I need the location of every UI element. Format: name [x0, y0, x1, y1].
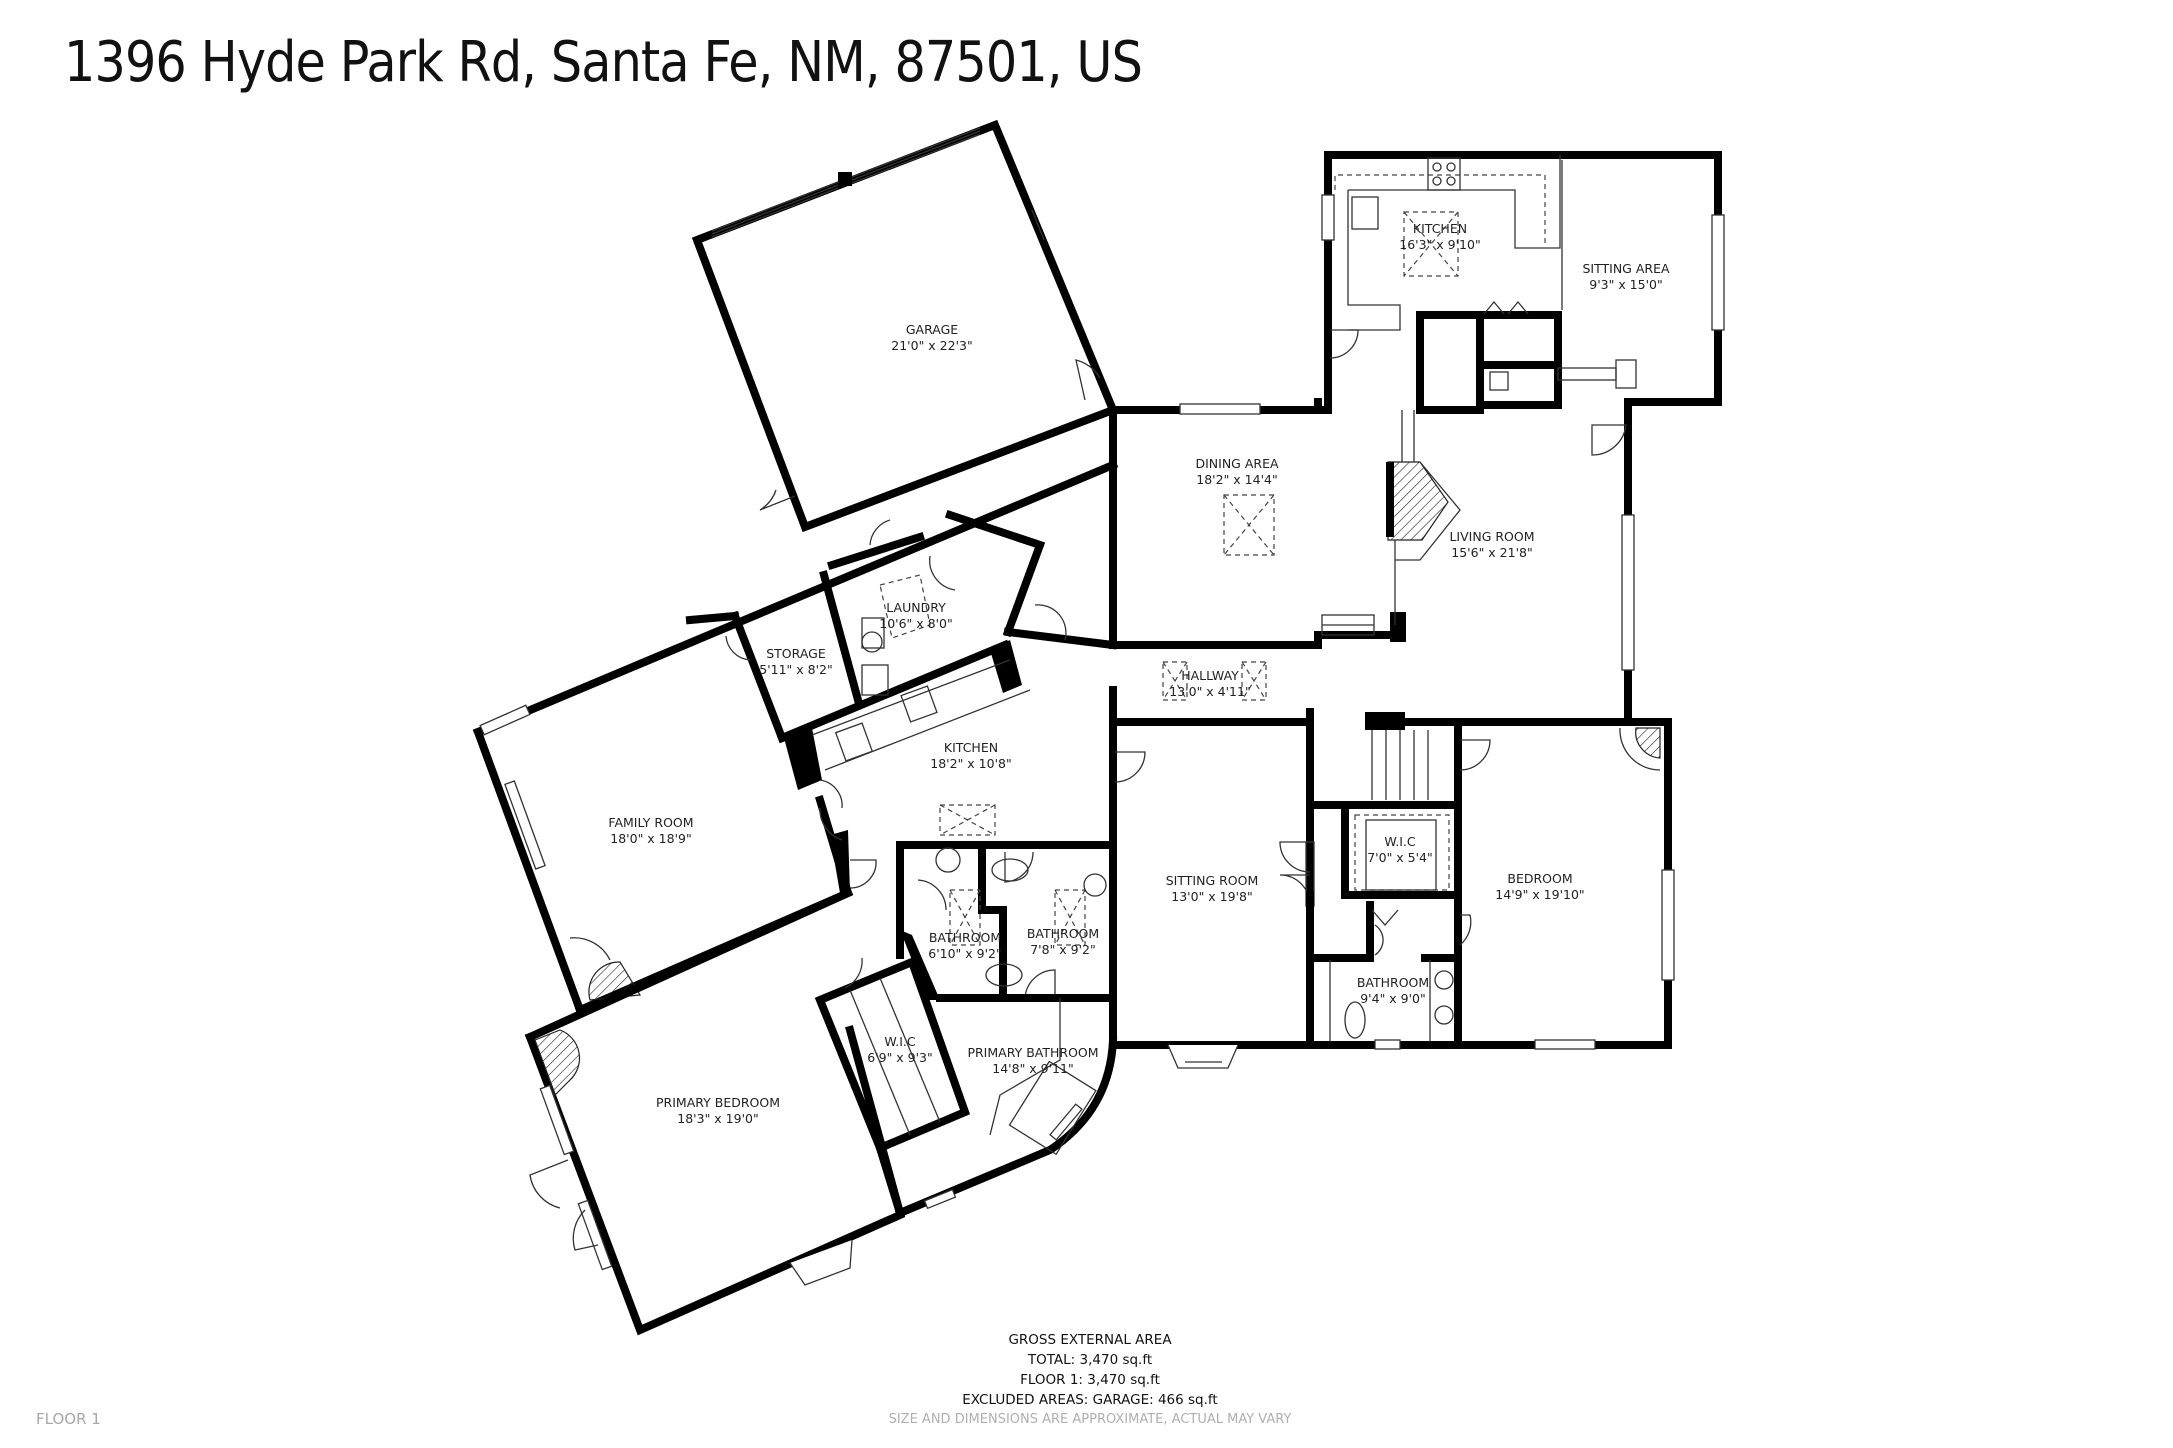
room-dims: 14'9" x 19'10"	[1495, 887, 1584, 902]
room-name: LAUNDRY	[886, 600, 946, 615]
label-wic-bedroom: W.I.C 7'0" x 5'4"	[1367, 834, 1433, 865]
room-dims: 5'11" x 8'2"	[759, 662, 832, 677]
label-kitchen-upper: KITCHEN 16'3" x 9'10"	[1399, 221, 1480, 252]
room-name: KITCHEN	[944, 740, 998, 755]
label-primary-bathroom: PRIMARY BATHROOM 14'8" x 9'11"	[967, 1045, 1098, 1076]
room-dims: 18'2" x 14'4"	[1196, 472, 1277, 487]
room-name: SITTING AREA	[1582, 261, 1670, 276]
summary-excluded: EXCLUDED AREAS: GARAGE: 466 sq.ft	[962, 1392, 1218, 1408]
label-sitting-area: SITTING AREA 9'3" x 15'0"	[1582, 261, 1670, 292]
room-name: BATHROOM	[929, 930, 1001, 945]
room-dims: 10'6" x 8'0"	[879, 616, 952, 631]
sitting-room-block	[1109, 718, 1315, 1069]
room-dims: 9'3" x 15'0"	[1589, 277, 1662, 292]
room-dims: 13'0" x 19'8"	[1171, 889, 1252, 904]
room-name: PRIMARY BEDROOM	[656, 1095, 780, 1110]
room-name: W.I.C	[884, 1034, 916, 1049]
upper-kitchen-block	[1316, 151, 1725, 414]
room-name: DINING AREA	[1195, 456, 1278, 471]
room-name: FAMILY ROOM	[608, 815, 693, 830]
room-name: PRIMARY BATHROOM	[967, 1045, 1098, 1060]
room-name: HALLWAY	[1181, 668, 1239, 683]
label-bedroom: BEDROOM 14'9" x 19'10"	[1495, 871, 1584, 902]
label-kitchen-lower: KITCHEN 18'2" x 10'8"	[930, 740, 1011, 771]
room-name: STORAGE	[766, 646, 826, 661]
room-dims: 18'2" x 10'8"	[930, 756, 1011, 771]
room-dims: 18'3" x 19'0"	[677, 1111, 758, 1126]
room-dims: 6'9" x 9'3"	[867, 1050, 933, 1065]
room-dims: 7'8" x 9'2"	[1030, 942, 1096, 957]
room-dims: 7'0" x 5'4"	[1367, 850, 1433, 865]
room-dims: 9'4" x 9'0"	[1360, 991, 1426, 1006]
room-dims: 14'8" x 9'11"	[992, 1061, 1073, 1076]
room-dims: 21'0" x 22'3"	[891, 338, 972, 353]
primary-suite-block	[524, 887, 1118, 1336]
floor-label: FLOOR 1	[36, 1410, 101, 1428]
dining-living-block	[1109, 398, 1635, 726]
summary-disclaimer: SIZE AND DIMENSIONS ARE APPROXIMATE, ACT…	[888, 1412, 1292, 1427]
summary-heading: GROSS EXTERNAL AREA	[1008, 1332, 1172, 1348]
area-summary: GROSS EXTERNAL AREA TOTAL: 3,470 sq.ft F…	[889, 1330, 1292, 1430]
label-living-room: LIVING ROOM 15'6" x 21'8"	[1449, 529, 1534, 560]
room-name: KITCHEN	[1413, 221, 1467, 236]
label-bathroom-1: BATHROOM 6'10" x 9'2"	[928, 930, 1001, 961]
label-bathroom-3: BATHROOM 9'4" x 9'0"	[1357, 975, 1429, 1006]
bedroom-block	[1306, 712, 1675, 1050]
room-name: BATHROOM	[1027, 926, 1099, 941]
room-name: BATHROOM	[1357, 975, 1429, 990]
label-bathroom-2: BATHROOM 7'8" x 9'2"	[1027, 926, 1099, 957]
property-address-title: 1396 Hyde Park Rd, Santa Fe, NM, 87501, …	[64, 30, 1143, 95]
room-name: GARAGE	[906, 322, 958, 337]
room-labels: GARAGE 21'0" x 22'3" KITCHEN 16'3" x 9'1…	[608, 221, 1670, 1126]
label-primary-bedroom: PRIMARY BEDROOM 18'3" x 19'0"	[656, 1095, 780, 1126]
label-wic-primary: W.I.C 6'9" x 9'3"	[867, 1034, 933, 1065]
label-dining-area: DINING AREA 18'2" x 14'4"	[1195, 456, 1278, 487]
summary-total: TOTAL: 3,470 sq.ft	[1027, 1352, 1153, 1368]
room-name: BEDROOM	[1507, 871, 1572, 886]
room-dims: 6'10" x 9'2"	[928, 946, 1001, 961]
room-dims: 15'6" x 21'8"	[1451, 545, 1532, 560]
label-storage: STORAGE 5'11" x 8'2"	[759, 646, 832, 677]
label-sitting-room: SITTING ROOM 13'0" x 19'8"	[1166, 873, 1259, 904]
room-dims: 13'0" x 4'11"	[1169, 684, 1250, 699]
label-hallway: HALLWAY 13'0" x 4'11"	[1169, 668, 1250, 699]
label-family-room: FAMILY ROOM 18'0" x 18'9"	[608, 815, 693, 846]
room-name: W.I.C	[1384, 834, 1416, 849]
room-name: LIVING ROOM	[1449, 529, 1534, 544]
room-name: SITTING ROOM	[1166, 873, 1259, 888]
label-garage: GARAGE 21'0" x 22'3"	[891, 322, 972, 353]
room-dims: 18'0" x 18'9"	[610, 831, 691, 846]
laundry-storage-kitchen-block	[472, 459, 1119, 836]
room-dims: 16'3" x 9'10"	[1399, 237, 1480, 252]
summary-floor: FLOOR 1: 3,470 sq.ft	[1020, 1372, 1160, 1388]
label-laundry: LAUNDRY 10'6" x 8'0"	[879, 600, 952, 631]
